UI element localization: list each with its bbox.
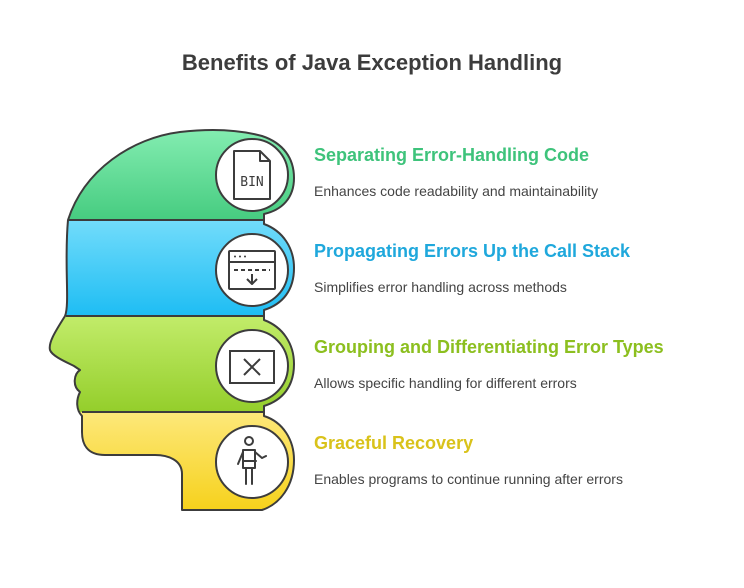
item-description: Enhances code readability and maintainab…	[314, 183, 599, 199]
item-description: Allows specific handling for different e…	[314, 375, 577, 391]
binary-file-icon: BIN	[233, 150, 271, 200]
item-graceful-recovery: Graceful Recovery Enables programs to co…	[314, 433, 734, 487]
head-outline	[48, 128, 295, 511]
person-recovery-icon	[237, 436, 267, 485]
item-title: Graceful Recovery	[314, 433, 474, 453]
item-description: Enables programs to continue running aft…	[314, 471, 623, 487]
close-window-icon	[229, 350, 275, 384]
item-title: Grouping and Differentiating Error Types	[314, 337, 664, 357]
item-title: Separating Error-Handling Code	[314, 145, 590, 165]
item-description: Simplifies error handling across methods	[314, 279, 567, 295]
item-title: Propagating Errors Up the Call Stack	[314, 241, 631, 261]
item-separating-error-handling: Separating Error-Handling Code Enhances …	[314, 145, 734, 199]
item-propagating-errors: Propagating Errors Up the Call Stack Sim…	[314, 241, 734, 295]
item-grouping-error-types: Grouping and Differentiating Error Types…	[314, 337, 734, 391]
diagram-title: Benefits of Java Exception Handling	[181, 50, 563, 75]
bin-label: BIN	[240, 175, 263, 190]
browser-download-icon	[228, 250, 276, 290]
